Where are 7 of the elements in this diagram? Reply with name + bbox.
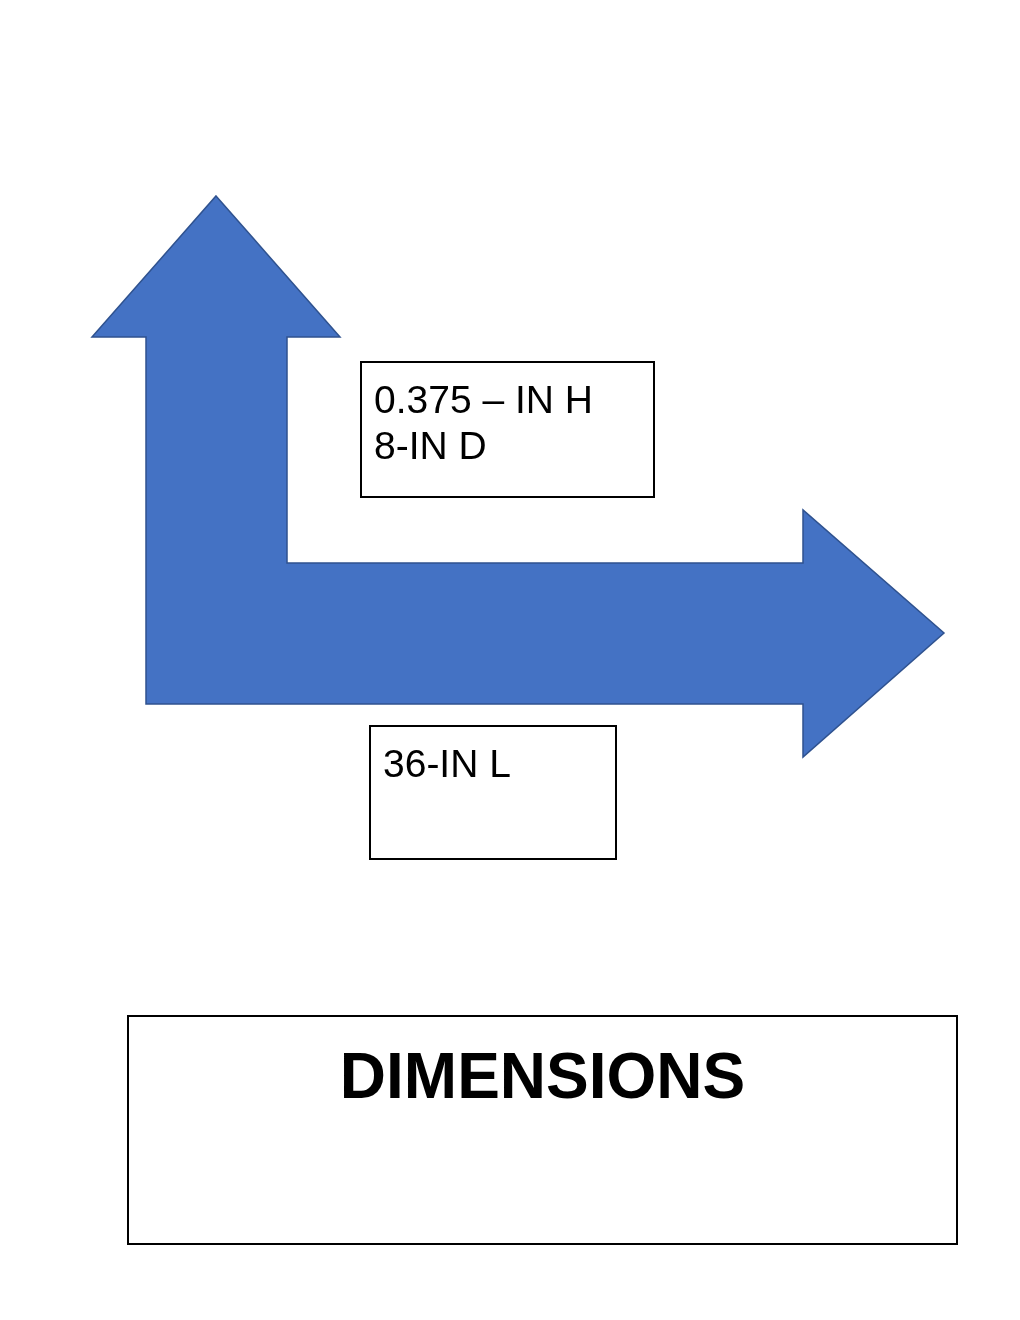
heading-box: [127, 1015, 958, 1245]
heading-text: DIMENSIONS: [339, 1039, 746, 1114]
dimension-label-box: [369, 725, 617, 860]
dimension-text: 0.375 – IN H: [374, 377, 593, 423]
dimension-label-box: [360, 361, 655, 498]
dimension-text: 8-IN D: [374, 423, 487, 469]
dimension-text: 36-IN L: [383, 741, 511, 787]
